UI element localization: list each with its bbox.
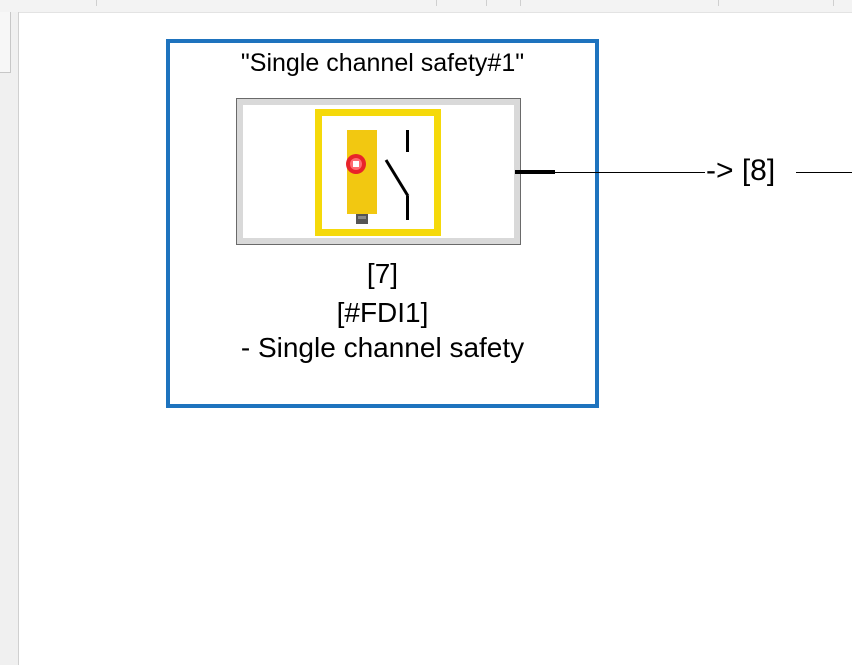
function-block-body[interactable]	[236, 98, 521, 245]
output-pin[interactable]	[515, 170, 555, 174]
function-block-inner	[243, 105, 514, 238]
block-number: [7]	[366, 258, 399, 289]
switch-contact-bottom	[406, 196, 409, 220]
block-tag: [#FDI1]	[336, 297, 429, 328]
indicator-led-center	[353, 161, 359, 167]
connection-wire-continuation[interactable]	[796, 172, 852, 173]
sensor-switch-graphic	[346, 130, 410, 224]
toolbar-divider	[96, 0, 97, 6]
toolbar-divider	[833, 0, 834, 6]
block-description: - Single channel safety	[240, 332, 525, 363]
toolbar-divider	[436, 0, 437, 6]
top-toolbar-strip	[0, 0, 852, 13]
block-instance-title: "Single channel safety#1"	[240, 49, 525, 77]
connection-target-label[interactable]: -> [8]	[706, 154, 776, 187]
left-side-panel[interactable]	[0, 12, 19, 665]
connection-wire[interactable]	[555, 172, 705, 173]
toolbar-divider	[718, 0, 719, 6]
left-panel-tab[interactable]	[0, 12, 11, 73]
toolbar-divider	[520, 0, 521, 6]
safety-sensor-switch-icon	[315, 109, 441, 236]
switch-contact-top	[406, 130, 409, 152]
toolbar-divider	[486, 0, 487, 6]
function-block-single-channel-safety[interactable]: "Single channel safety#1"	[166, 39, 599, 408]
switch-contact-lever	[384, 159, 410, 197]
sensor-connector-detail	[358, 216, 366, 219]
